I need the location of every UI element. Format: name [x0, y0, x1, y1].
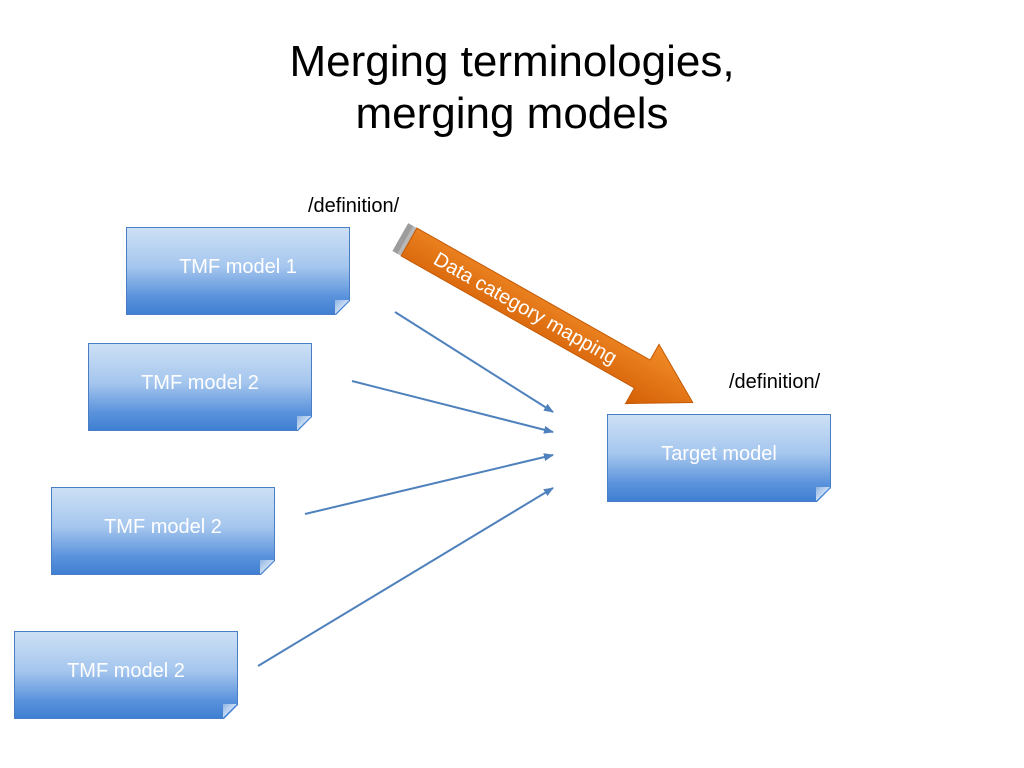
tmf-model-2-label: TMF model 2 — [67, 660, 185, 682]
definition-label-top: /definition/ — [308, 195, 400, 217]
tmf-model-1-box: TMF model 1 — [126, 227, 350, 315]
tmf-model-2-label: TMF model 2 — [104, 516, 222, 538]
slide-title-line-1: Merging terminologies, — [289, 37, 735, 86]
tmf-model-2-box: TMF model 2 — [14, 631, 238, 719]
connector-arrow-tmf2b — [304, 453, 554, 515]
tmf-model-1-label: TMF model 1 — [179, 256, 297, 278]
mapping-arrow-stripe — [392, 223, 414, 254]
slide-title-line-2: merging models — [355, 89, 669, 138]
definition-label-right: /definition/ — [729, 371, 821, 393]
target-model-label: Target model — [661, 443, 777, 465]
tmf-model-2-box: TMF model 2 — [51, 487, 275, 575]
mapping-arrow-body — [400, 227, 694, 405]
mapping-arrow-stripe — [397, 226, 417, 256]
tmf-model-2-box: TMF model 2 — [88, 343, 312, 431]
data-category-mapping-arrow: Data category mapping — [392, 223, 694, 405]
connector-arrow-tmf2a — [351, 380, 554, 434]
target-model-box: Target model — [607, 414, 831, 502]
connector-arrow-tmf1 — [394, 311, 554, 413]
slide-title: Merging terminologies, merging models — [0, 36, 1024, 140]
tmf-model-2-label: TMF model 2 — [141, 372, 259, 394]
connector-arrow-tmf2c — [257, 487, 554, 667]
